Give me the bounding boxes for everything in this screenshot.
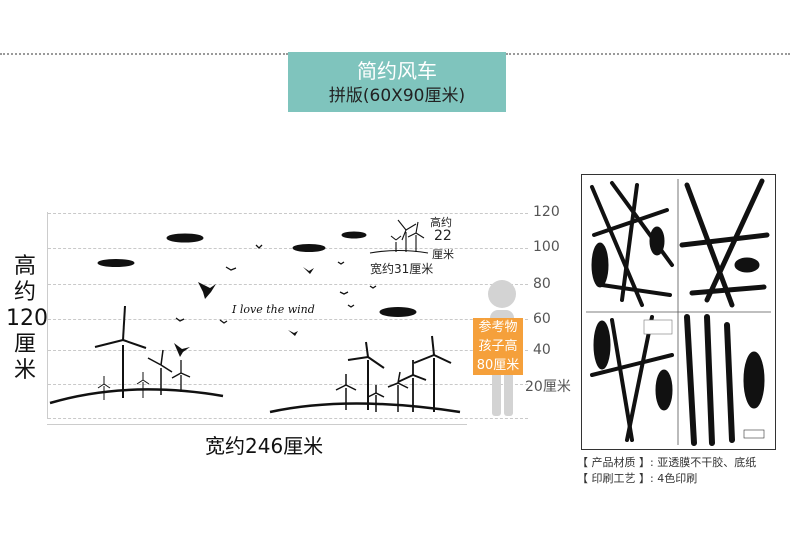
divider-left [0, 53, 288, 55]
tick-80: 80 [533, 276, 551, 292]
sheet-cloud-4 [593, 320, 611, 370]
windmill-right-3 [397, 360, 427, 412]
height-label: 高 约 120 厘 米 [6, 254, 48, 384]
bird-12 [337, 261, 345, 265]
frame-bottom-line [47, 424, 467, 425]
divider-right [506, 53, 790, 55]
bird-9 [347, 304, 355, 308]
bird-2 [174, 343, 190, 357]
scale-line-100 [48, 248, 528, 249]
height-label-line5: 米 [13, 358, 36, 383]
reference-line3: 80厘米 [476, 358, 520, 373]
layout-sheet [581, 174, 776, 450]
bird-large [198, 282, 216, 299]
bird-8 [339, 291, 349, 295]
sheet-cloud-1 [591, 242, 609, 288]
sheet-small-patch [643, 319, 673, 335]
scale-line-0 [48, 418, 528, 419]
bird-10 [369, 285, 377, 289]
height-label-line4: 厘 [13, 332, 36, 357]
windmill-left-2 [147, 349, 173, 395]
scale-line-120 [48, 213, 528, 214]
tick-120: 120 [533, 204, 560, 220]
hill-right [269, 402, 461, 414]
banner-title: 简约风车 [357, 59, 437, 83]
height-label-line1: 高 [13, 254, 36, 279]
scale-line-60 [48, 319, 528, 320]
small-height-text-1: 高约 [430, 216, 452, 229]
banner-subtitle: 拼版(60X90厘米) [328, 86, 466, 106]
spec-material: 【 产品材质 】: 亚透膜不干胶、底纸 [577, 456, 757, 469]
windmill-right-5 [367, 385, 385, 412]
bird-3 [288, 330, 298, 336]
cloud-4 [341, 231, 367, 239]
width-label: 宽约246厘米 [205, 434, 324, 458]
bird-4 [303, 267, 314, 274]
bird-5 [219, 319, 228, 324]
tick-20: 20厘米 [525, 379, 571, 395]
wall-art-illustration [49, 219, 461, 414]
windmill-left-3 [171, 360, 191, 392]
height-label-line3: 120 [6, 306, 48, 331]
sheet-label-box [743, 429, 765, 439]
bird-6 [225, 266, 237, 271]
windmill-left-5 [136, 372, 150, 398]
windmill-left-4 [97, 376, 111, 400]
cloud-3 [292, 244, 326, 252]
reference-line1: 参考物 [478, 320, 518, 335]
sheet-cloud-5 [655, 369, 673, 411]
tick-100: 100 [533, 239, 560, 255]
small-windmill-group [369, 219, 429, 254]
bird-7 [255, 244, 263, 249]
windmill-right-6 [387, 371, 409, 412]
frame-left-line [47, 212, 48, 419]
small-height-text-2: 22 [434, 228, 452, 244]
spec-print: 【 印刷工艺 】: 4色印刷 [577, 472, 698, 485]
height-label-line2: 约 [13, 280, 36, 305]
sheet-cloud-2 [649, 226, 665, 256]
slogan-text: I love the wind [232, 303, 315, 316]
small-width-text: 宽约31厘米 [370, 262, 434, 276]
small-height-text-3: 厘米 [432, 248, 454, 261]
scale-line-40 [48, 350, 528, 351]
tick-40: 40 [533, 342, 551, 358]
windmill-right-4 [335, 374, 357, 410]
scale-line-20 [48, 384, 528, 385]
layout-sheet-art [586, 178, 771, 446]
reference-box: 参考物 孩子高 80厘米 [473, 318, 523, 375]
tick-60: 60 [533, 311, 551, 327]
bird-11 [175, 317, 185, 322]
windmill-big-left [94, 305, 147, 398]
title-banner: 简约风车 拼版(60X90厘米) [288, 52, 506, 112]
scale-line-80 [48, 284, 528, 285]
product-specs: 【 产品材质 】: 亚透膜不干胶、底纸 【 印刷工艺 】: 4色印刷 [577, 455, 756, 487]
windmill-right-1 [347, 341, 385, 410]
hill-left [49, 388, 224, 405]
cloud-2 [97, 259, 135, 267]
windmill-right-2 [413, 335, 452, 412]
sheet-cloud-6 [743, 351, 765, 409]
cloud-5 [379, 307, 417, 317]
reference-line2: 孩子高 [478, 339, 518, 354]
cloud-1 [166, 233, 204, 243]
sheet-cloud-3 [734, 257, 760, 273]
